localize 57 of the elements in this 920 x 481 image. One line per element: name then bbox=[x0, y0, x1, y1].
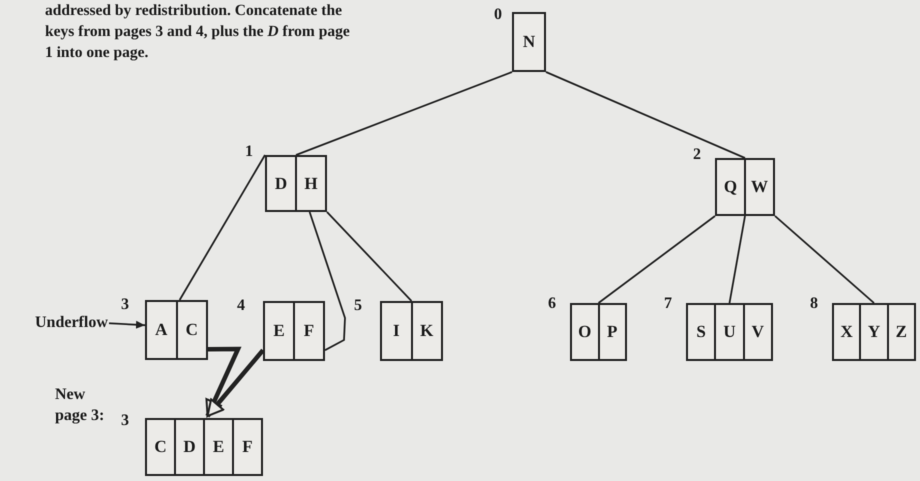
key-cell-text: D bbox=[274, 172, 288, 194]
page-box bbox=[832, 303, 916, 361]
page-box bbox=[512, 12, 546, 72]
key-cell-text: N bbox=[522, 31, 536, 53]
page-box bbox=[145, 418, 263, 476]
key-cell: C bbox=[176, 302, 206, 358]
tree-link bbox=[296, 71, 512, 156]
key-cell: V bbox=[742, 305, 771, 359]
tree-link bbox=[326, 211, 412, 302]
key-cell-text: C bbox=[153, 436, 168, 458]
page-number: 5 bbox=[354, 297, 362, 315]
key-cell: H bbox=[295, 157, 325, 210]
key-cell-text: S bbox=[695, 321, 707, 343]
underflow-label: Underflow bbox=[35, 314, 108, 332]
hollow-arrow bbox=[205, 346, 242, 417]
key-cell: P bbox=[598, 305, 625, 359]
page-number: 8 bbox=[810, 295, 818, 313]
page-number: 7 bbox=[664, 295, 672, 313]
page-number: 3 bbox=[121, 412, 129, 430]
key-cell-text: X bbox=[840, 321, 854, 343]
page-number: 2 bbox=[693, 146, 701, 164]
key-cell: Y bbox=[859, 305, 887, 359]
page-box bbox=[263, 301, 325, 361]
key-cell: F bbox=[232, 420, 261, 474]
page-box bbox=[715, 158, 775, 216]
key-cell-text: I bbox=[392, 320, 401, 342]
page-number: 1 bbox=[245, 143, 253, 161]
tree-link bbox=[308, 212, 346, 351]
key-cell: Z bbox=[886, 305, 914, 359]
page-number: 3 bbox=[121, 296, 129, 314]
tree-link bbox=[546, 71, 746, 159]
tree-link bbox=[774, 215, 875, 304]
page-box bbox=[145, 300, 208, 360]
tree-link bbox=[178, 154, 266, 300]
page-box bbox=[265, 155, 327, 212]
key-cell: W bbox=[744, 160, 773, 214]
page-box bbox=[380, 301, 443, 361]
page-box bbox=[686, 303, 773, 361]
tree-link bbox=[728, 216, 746, 304]
key-cell-text: E bbox=[272, 320, 286, 342]
key-cell: E bbox=[203, 420, 232, 474]
page-number: 0 bbox=[494, 6, 502, 24]
key-cell: F bbox=[293, 303, 323, 359]
page-number: 4 bbox=[237, 297, 245, 315]
key-cell: U bbox=[714, 305, 743, 359]
key-cell-text: A bbox=[154, 319, 168, 341]
tree-link bbox=[598, 215, 716, 304]
page-number: 6 bbox=[548, 295, 556, 313]
key-cell: K bbox=[410, 303, 441, 359]
key-cell-text: O bbox=[577, 321, 592, 343]
key-cell: D bbox=[174, 420, 203, 474]
page-box bbox=[570, 303, 627, 361]
description-text: addressed by redistribution. Concatenate the keys from pages 3 and 4, plus the D from page 1 into one page. bbox=[45, 1, 351, 63]
arrow bbox=[108, 320, 146, 329]
hollow-arrow bbox=[206, 348, 265, 418]
key-cell-text: Q bbox=[722, 176, 738, 198]
caption-text: New page 3: bbox=[55, 385, 106, 426]
